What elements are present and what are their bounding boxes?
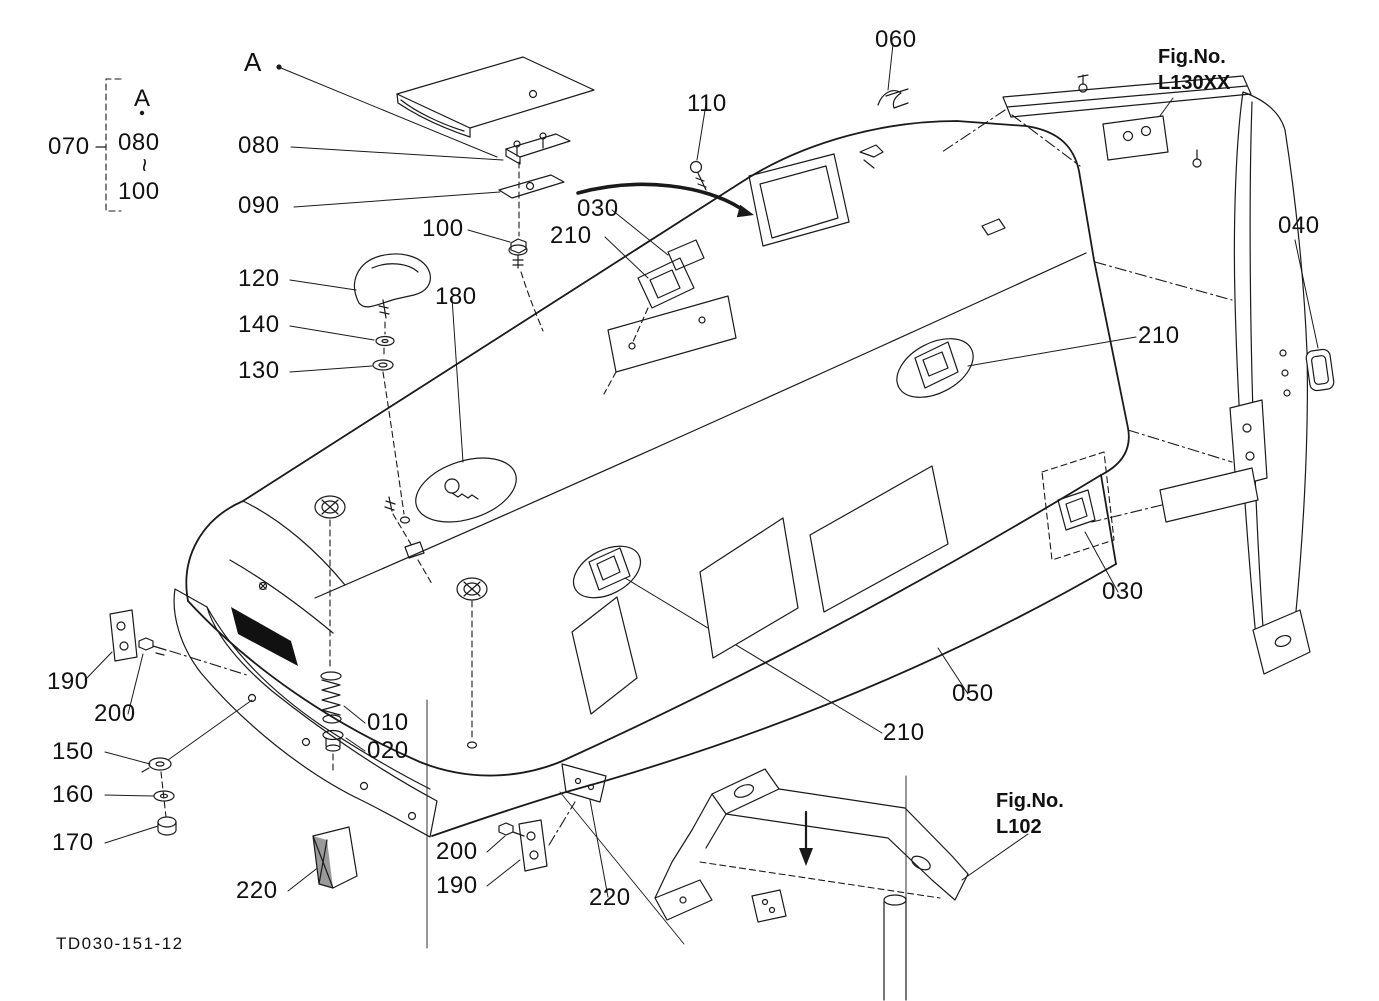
- bracket-detail-a: A: [134, 85, 151, 112]
- bottom-hardware: [312, 699, 907, 949]
- figure-ref-label: Fig.No.: [1158, 46, 1226, 68]
- callout-130: 130: [238, 357, 280, 384]
- callout-010: 010: [367, 709, 409, 736]
- callout-120: 120: [238, 265, 280, 292]
- callout-030-right: 030: [1102, 578, 1144, 605]
- callout-200-left: 200: [94, 700, 136, 727]
- callout-170: 170: [52, 829, 94, 856]
- tilde-glyph: ~: [130, 157, 158, 173]
- callout-220-bottom-left: 220: [236, 877, 278, 904]
- bracket-range-end: 100: [118, 178, 160, 205]
- handle-assembly: [354, 253, 431, 524]
- callout-160: 160: [52, 781, 94, 808]
- figure-ref-code: L102: [996, 816, 1042, 838]
- spring-and-grommet: [320, 519, 478, 771]
- side-window-cutouts: [571, 465, 949, 715]
- hood-body: [185, 120, 1130, 837]
- front-lower-panel: [173, 581, 438, 838]
- callout-220-bottom-mid: 220: [589, 884, 631, 911]
- top-plate-assembly: [396, 56, 595, 332]
- figure-ref-l102: Fig.No. L102: [996, 788, 1064, 840]
- callout-030-top: 030: [577, 195, 619, 222]
- callout-190-left: 190: [47, 668, 89, 695]
- callout-040: 040: [1278, 212, 1320, 239]
- callout-150: 150: [52, 738, 94, 765]
- callout-100: 100: [422, 215, 464, 242]
- callout-detail-a: A: [244, 47, 262, 77]
- leader-lines: [84, 43, 1319, 898]
- bracket-part-070: 070: [48, 133, 90, 160]
- drawing-code: TD030-151-12: [56, 934, 184, 953]
- hood-top-details: [314, 88, 1115, 601]
- callout-060: 060: [875, 26, 917, 53]
- callout-210-top: 210: [550, 222, 592, 249]
- callout-090: 090: [238, 192, 280, 219]
- callout-110: 110: [687, 90, 727, 117]
- bottom-frame-l102: [654, 768, 969, 1001]
- figure-ref-code: L130XX: [1158, 72, 1231, 94]
- callout-080: 080: [238, 132, 280, 159]
- callout-210-mid: 210: [883, 719, 925, 746]
- callout-180: 180: [435, 283, 477, 310]
- rear-frame-l130xx: [941, 74, 1335, 675]
- bracket-range-separator: ~: [130, 152, 157, 178]
- figure-ref-l130xx: Fig.No. L130XX: [1158, 44, 1230, 96]
- callout-140: 140: [238, 311, 280, 338]
- assembly-bracket-graphic: [95, 78, 145, 212]
- left-mount-hardware: [109, 609, 251, 836]
- bracket-range-start: 080: [118, 129, 160, 156]
- figure-ref-label: Fig.No.: [996, 790, 1064, 812]
- callout-020: 020: [367, 737, 409, 764]
- callout-190-bottom: 190: [436, 872, 478, 899]
- callout-050: 050: [952, 680, 994, 707]
- callout-200-bottom: 200: [436, 838, 478, 865]
- callout-210-right: 210: [1138, 322, 1180, 349]
